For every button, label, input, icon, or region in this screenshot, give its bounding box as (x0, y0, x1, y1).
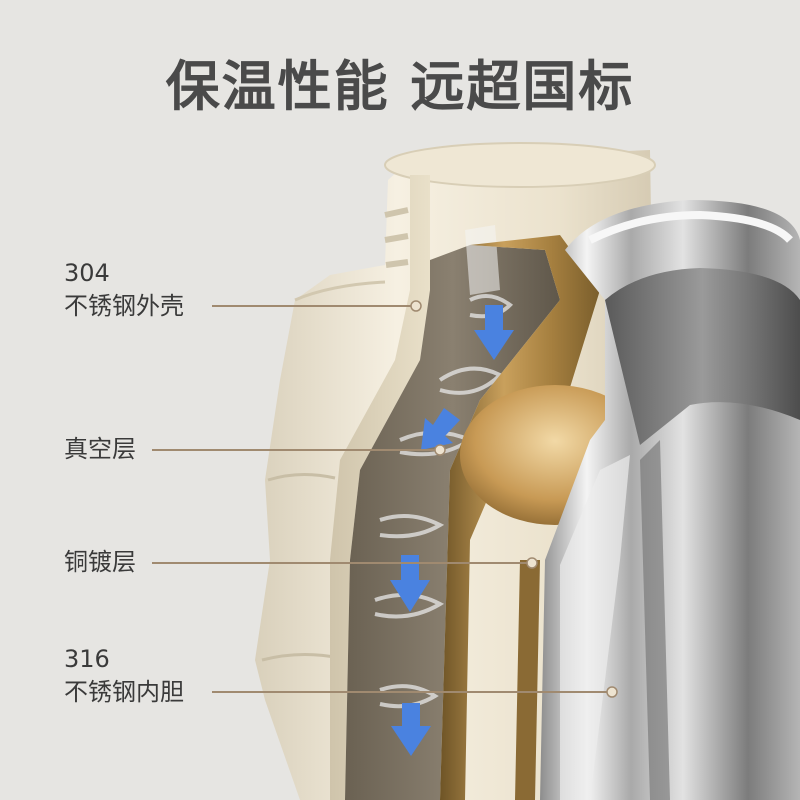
label-copper-plating: 铜镀层 (64, 546, 136, 579)
label-vacuum-layer-line-1: 真空层 (64, 435, 136, 463)
arrow-icon (391, 703, 431, 756)
shell-cutaway (330, 175, 430, 800)
inner-liner-graphic (540, 200, 800, 800)
label-outer-shell-line-2: 不锈钢外壳 (64, 292, 184, 320)
arrow-icon (421, 408, 460, 450)
leader-line-vacuum-layer (152, 444, 446, 456)
arrow-icon (474, 305, 514, 360)
label-vacuum-layer: 真空层 (64, 433, 136, 466)
label-inner-liner: 316 不锈钢内胆 (64, 643, 184, 709)
label-outer-shell: 304 不锈钢外壳 (64, 257, 184, 323)
label-inner-liner-line-2: 不锈钢内胆 (64, 678, 184, 706)
label-copper-plating-line-1: 铜镀层 (64, 548, 136, 576)
arrow-icon (390, 555, 430, 612)
page-title: 保温性能 远超国标 (165, 55, 635, 118)
leader-line-inner-liner (212, 686, 618, 698)
leader-line-copper-plating (152, 557, 538, 569)
label-outer-shell-line-1: 304 (64, 259, 110, 287)
leader-line-outer-shell (212, 300, 422, 312)
label-inner-liner-line-1: 316 (64, 645, 110, 673)
